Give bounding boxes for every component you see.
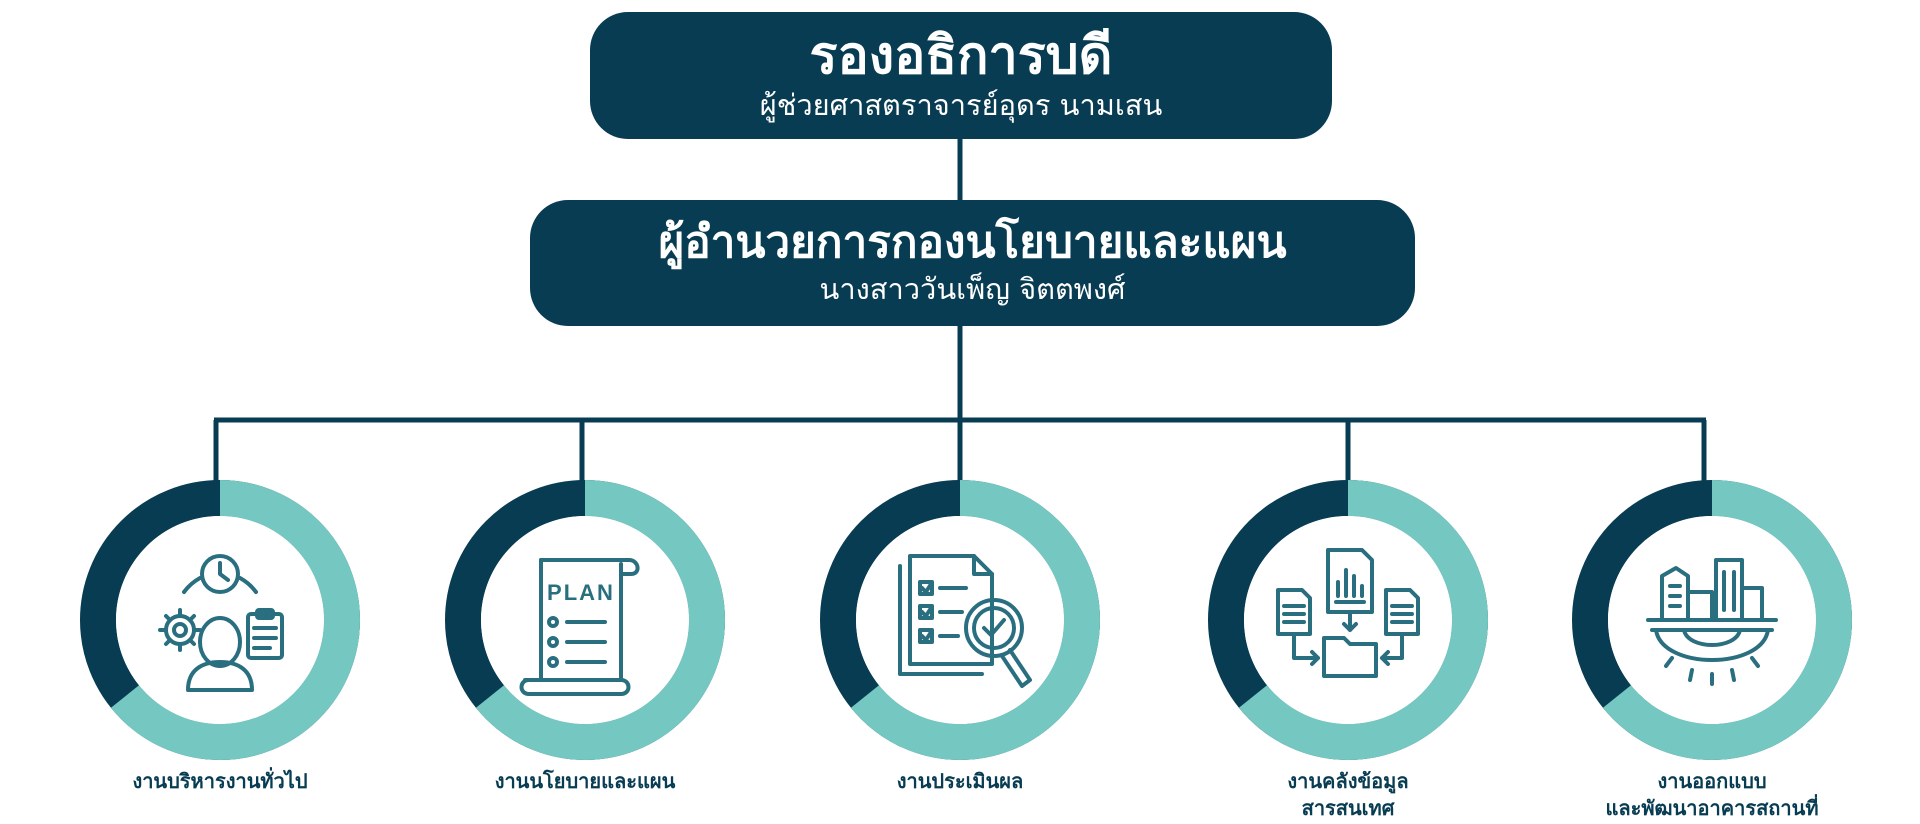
director-name: นางสาววันเพ็ญ จิตตพงศ์: [819, 272, 1126, 307]
unit-label-line: งานบริหารงานทั่วไป: [132, 769, 308, 793]
unit-label-data-warehouse: งานคลังข้อมูล สารสนเทศ: [1168, 768, 1528, 822]
vice-president-title: รองอธิการบดี: [809, 26, 1113, 87]
unit-data-warehouse: [1208, 480, 1488, 760]
plan-scroll-icon: PLAN: [519, 558, 640, 696]
unit-building-design: [1572, 480, 1852, 760]
unit-label-line: งานออกแบบ: [1657, 769, 1767, 793]
unit-label-line: งานนโยบายและแผน: [494, 769, 676, 793]
unit-label-general-administration: งานบริหารงานทั่วไป: [40, 768, 400, 795]
plan-icon-text: PLAN: [547, 580, 615, 605]
unit-evaluation: [820, 480, 1100, 760]
unit-general-administration: [80, 480, 360, 760]
evaluation-checklist-magnifier-icon: [898, 554, 1032, 688]
vice-president-box: รองอธิการบดี ผู้ช่วยศาสตราจารย์อุดร นามเ…: [590, 12, 1332, 139]
unit-label-building-design: งานออกแบบ และพัฒนาอาคารสถานที่: [1532, 768, 1892, 822]
unit-label-line: สารสนเทศ: [1301, 796, 1395, 820]
unit-label-line: งานคลังข้อมูล: [1287, 769, 1409, 793]
unit-label-policy-planning: งานนโยบายและแผน: [405, 768, 765, 795]
data-warehouse-documents-folder-icon: [1276, 548, 1420, 678]
admin-person-gear-clock-clipboard-icon: [158, 554, 284, 692]
director-title: ผู้อำนวยการกองนโยบายและแผน: [658, 216, 1287, 268]
unit-label-evaluation: งานประเมินผล: [780, 768, 1140, 795]
unit-policy-planning: PLAN: [445, 480, 725, 760]
unit-ring: [80, 480, 360, 760]
building-gear-icon: [1646, 558, 1778, 686]
vice-president-name: ผู้ช่วยศาสตราจารย์อุดร นามเสน: [759, 87, 1163, 122]
director-box: ผู้อำนวยการกองนโยบายและแผน นางสาววันเพ็ญ…: [530, 200, 1415, 326]
unit-ring: [1572, 480, 1852, 760]
unit-label-line: และพัฒนาอาคารสถานที่: [1605, 796, 1819, 820]
unit-label-line: งานประเมินผล: [896, 769, 1024, 793]
